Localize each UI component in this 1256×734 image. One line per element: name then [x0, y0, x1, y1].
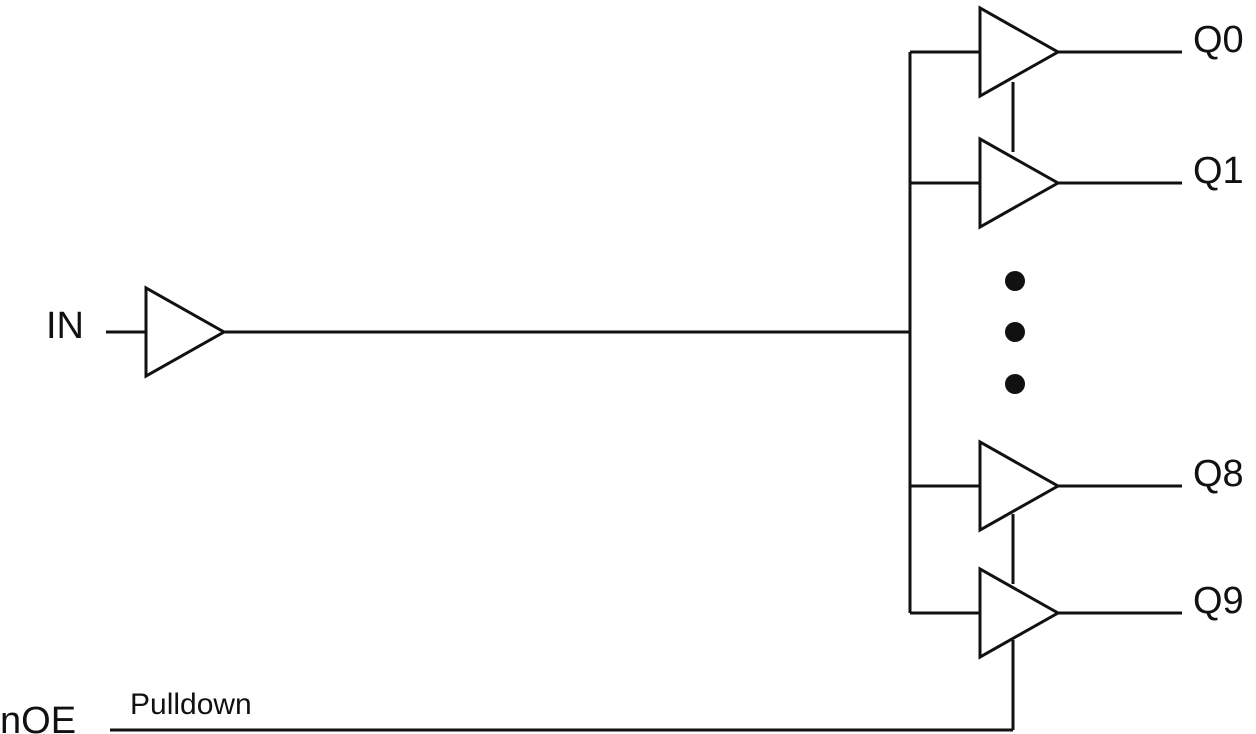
label-pulldown: Pulldown	[130, 688, 252, 721]
label-q0: Q0	[1193, 19, 1244, 61]
ellipsis-dot	[1005, 322, 1025, 342]
label-q9: Q9	[1193, 580, 1244, 622]
label-q8: Q8	[1193, 453, 1244, 495]
label-noe: nOE	[0, 700, 76, 734]
output-buffer-q9	[978, 566, 1062, 660]
input-buffer	[144, 285, 228, 379]
ellipsis-dot	[1005, 271, 1025, 291]
label-q1: Q1	[1193, 150, 1244, 192]
output-buffer-q8	[978, 439, 1062, 533]
output-buffer-q0	[978, 5, 1062, 99]
ellipsis-dot	[1005, 374, 1025, 394]
label-in: IN	[46, 305, 84, 347]
output-buffer-q1	[978, 136, 1062, 230]
